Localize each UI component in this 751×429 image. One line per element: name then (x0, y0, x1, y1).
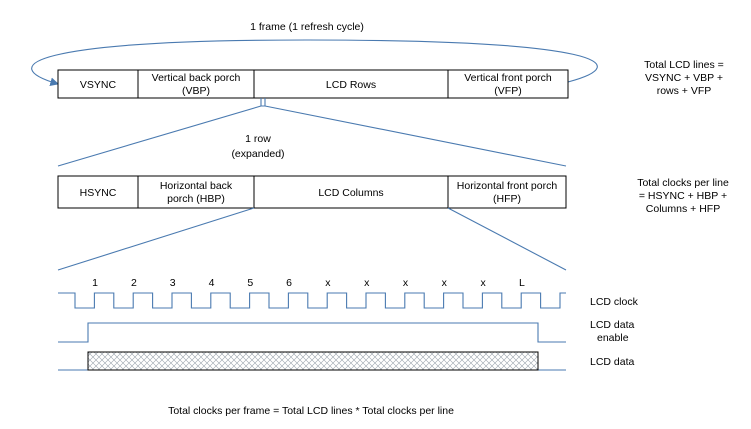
lcd-clock-waveform (58, 292, 566, 309)
hbp-label-line1: Horizontal back (160, 180, 233, 192)
clock-pulse-label: x (442, 277, 448, 289)
vbp-label-line1: Vertical back porch (152, 72, 241, 84)
clock-pulse-label: 3 (170, 277, 176, 289)
hbp-label-line2: porch (HBP) (167, 193, 225, 205)
hfp-label-line1: Horizontal front porch (457, 180, 558, 192)
frame-note-line2: VSYNC + VBP + (645, 72, 723, 84)
lcd-columns-segment (253, 175, 449, 209)
clock-pulse-label: x (403, 277, 409, 289)
footer-formula: Total clocks per frame = Total LCD lines… (168, 405, 454, 417)
row-expansion-lines (57, 98, 567, 167)
clock-pulse-label: x (364, 277, 370, 289)
row-note-line1: Total clocks per line (637, 177, 729, 189)
row-bar: HSYNC Horizontal back porch (HBP) LCD Co… (57, 175, 567, 209)
clock-pulse-label: x (480, 277, 486, 289)
row-note: Total clocks per line = HSYNC + HBP + Co… (637, 177, 729, 215)
clock-pulse-label: 6 (286, 277, 292, 289)
clock-pulse-label: L (519, 277, 525, 289)
hsync-label: HSYNC (80, 187, 117, 199)
frame-note-line3: rows + VFP (657, 85, 712, 97)
clock-pulse-label: 4 (209, 277, 215, 289)
lcd-data-enable-label-line1: LCD data (590, 319, 635, 331)
vbp-segment (137, 69, 255, 99)
row-label-line1: 1 row (245, 133, 271, 145)
vfp-segment (447, 69, 569, 99)
row-note-line2: = HSYNC + HBP + (639, 190, 727, 202)
frame-note-line1: Total LCD lines = (644, 59, 724, 71)
lcd-data-block (87, 351, 539, 371)
clock-pulse-label: x (325, 277, 331, 289)
vsync-label: VSYNC (80, 79, 117, 91)
vfp-label-line2: (VFP) (494, 85, 521, 97)
lcd-data-label: LCD data (590, 356, 635, 368)
lcd-columns-label: LCD Columns (318, 187, 383, 199)
row-label-line2: (expanded) (231, 148, 284, 160)
frame-label: 1 frame (1 refresh cycle) (250, 21, 364, 33)
hbp-segment (137, 175, 255, 209)
lcd-rows-label: LCD Rows (326, 79, 376, 91)
lcd-clock-label: LCD clock (590, 296, 639, 308)
clock-pulse-label: 5 (247, 277, 253, 289)
column-expansion-lines (57, 207, 567, 271)
clock-pulse-label: 1 (92, 277, 98, 289)
frame-bar: VSYNC Vertical back porch (VBP) LCD Rows… (57, 69, 569, 99)
frame-cycle-arc (31, 39, 598, 87)
row-note-line3: Columns + HFP (646, 203, 720, 215)
clock-pulse-label: 2 (131, 277, 137, 289)
vbp-label-line2: (VBP) (182, 85, 210, 97)
lcd-data-enable-waveform (58, 322, 566, 343)
vfp-label-line1: Vertical front porch (464, 72, 552, 84)
lcd-rows-segment (253, 69, 449, 99)
hfp-segment (447, 175, 567, 209)
hfp-label-line2: (HFP) (493, 193, 521, 205)
clock-labels: 1 2 3 4 5 6 x x x x x L (92, 277, 525, 289)
lcd-data-enable-label-line2: enable (597, 332, 629, 344)
frame-note: Total LCD lines = VSYNC + VBP + rows + V… (644, 59, 724, 97)
